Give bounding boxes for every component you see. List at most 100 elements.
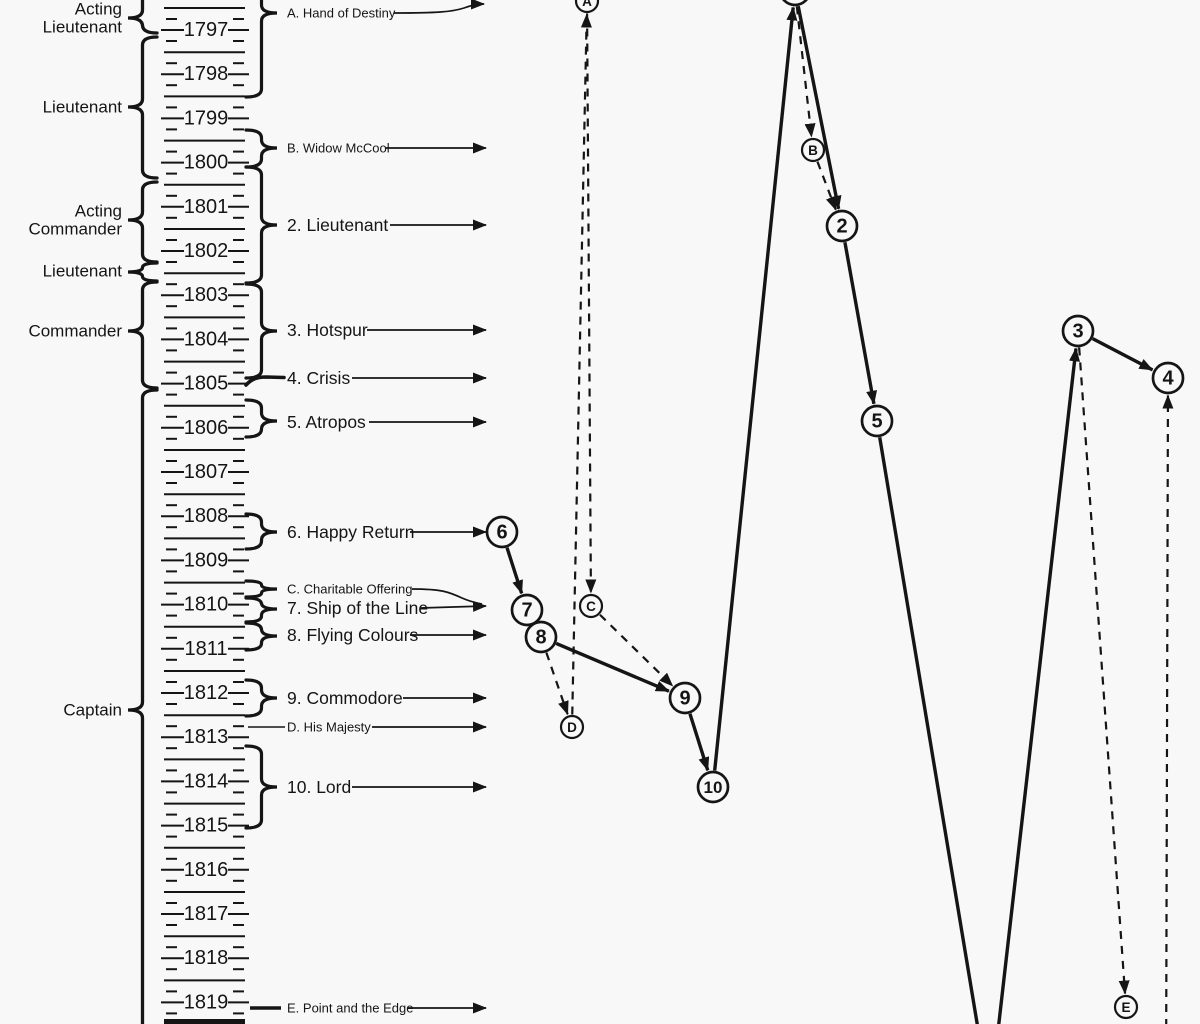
rank-brace bbox=[127, 180, 159, 264]
node-circle-9 bbox=[668, 681, 702, 715]
work-brace-6 bbox=[244, 512, 278, 551]
node-circle-1 bbox=[782, 0, 808, 7]
node-label-B: B bbox=[808, 143, 818, 158]
node-circle-B bbox=[800, 137, 826, 163]
node-label-5: 5 bbox=[871, 411, 882, 433]
year-label: 1805 bbox=[184, 373, 229, 395]
book-label-5: 5. Atropos bbox=[287, 412, 366, 432]
node-circle-4 bbox=[1151, 361, 1185, 395]
story-label-B: B. Widow McCool bbox=[287, 141, 390, 156]
timeline-ruler: 1797179817991800180118021803180418051806… bbox=[161, 7, 249, 1024]
year-label: 1797 bbox=[184, 19, 229, 41]
year-label: 1803 bbox=[184, 284, 229, 306]
edge-dashed-A-C bbox=[585, 13, 597, 594]
year-label: 1819 bbox=[184, 991, 229, 1013]
story-label-E: E. Point and the Edge bbox=[287, 1001, 413, 1016]
book-label-10: 10. Lord bbox=[287, 777, 351, 797]
edge-solid-9-10 bbox=[688, 713, 710, 772]
book-label-4: 4. Crisis bbox=[287, 368, 350, 388]
year-label: 1801 bbox=[184, 196, 229, 218]
year-label: 1812 bbox=[184, 682, 229, 704]
node-circle-C bbox=[578, 593, 604, 619]
edge-solid-3-4 bbox=[1091, 337, 1154, 372]
edge-dashed-1-B bbox=[795, 6, 816, 138]
work-brace-10 bbox=[244, 744, 278, 830]
rank-label: Acting bbox=[75, 0, 122, 19]
year-label: 1813 bbox=[184, 726, 229, 748]
year-label: 1815 bbox=[184, 815, 229, 837]
year-label: 1818 bbox=[184, 947, 229, 969]
edge-dashed-D-A bbox=[571, 13, 592, 715]
node-label-10: 10 bbox=[704, 778, 723, 797]
rank-label: Commander bbox=[28, 322, 122, 341]
year-label: 1808 bbox=[184, 505, 229, 527]
rank-brace bbox=[127, 388, 159, 1024]
edge-solid-2-5 bbox=[843, 241, 878, 405]
work-arrow-A bbox=[393, 0, 485, 14]
work-brace-5 bbox=[244, 398, 278, 439]
year-label: 1811 bbox=[184, 638, 227, 660]
node-label-9: 9 bbox=[679, 688, 690, 710]
rank-label: Lieutenant bbox=[43, 18, 123, 37]
year-label: 1799 bbox=[184, 107, 229, 129]
rank-annotations: ActingLieutenantLieutenantActingCommande… bbox=[28, 0, 159, 1024]
node-circle-7 bbox=[510, 593, 544, 627]
book-label-2: 2. Lieutenant bbox=[287, 215, 388, 235]
work-brace-3 bbox=[244, 282, 278, 380]
work-brace-8 bbox=[244, 621, 278, 652]
year-label: 1816 bbox=[184, 859, 229, 881]
edge-dashed-below-right-4 bbox=[1162, 394, 1174, 1024]
year-label: 1802 bbox=[184, 240, 229, 262]
edge-solid-1-2 bbox=[796, 5, 842, 210]
rank-label: Captain bbox=[63, 701, 122, 720]
node-circle-A bbox=[574, 0, 600, 14]
edge-solid-5-below-left bbox=[878, 436, 979, 1024]
rank-brace bbox=[127, 35, 159, 180]
book-label-8: 8. Flying Colours bbox=[287, 625, 419, 645]
node-circle-D bbox=[559, 714, 585, 740]
year-label: 1800 bbox=[184, 152, 229, 174]
node-label-3: 3 bbox=[1072, 321, 1083, 343]
node-label-8: 8 bbox=[535, 627, 546, 649]
work-arrow-7 bbox=[419, 600, 487, 612]
year-label: 1817 bbox=[184, 903, 229, 925]
rank-label: Commander bbox=[28, 220, 122, 239]
rank-brace bbox=[127, 261, 159, 283]
year-label: 1814 bbox=[184, 770, 229, 792]
node-label-2: 2 bbox=[836, 216, 847, 238]
rank-label: Lieutenant bbox=[43, 98, 123, 117]
node-circle-8 bbox=[524, 620, 558, 654]
work-brace-A bbox=[244, 0, 278, 99]
node-label-7: 7 bbox=[521, 600, 532, 622]
rank-brace bbox=[127, 280, 159, 390]
node-label-D: D bbox=[567, 720, 577, 735]
edge-dashed-8-D bbox=[545, 652, 569, 716]
year-label: 1798 bbox=[184, 63, 229, 85]
rank-label: Acting bbox=[75, 202, 122, 221]
node-label-C: C bbox=[586, 599, 596, 614]
node-circle-2 bbox=[825, 209, 859, 243]
book-label-9: 9. Commodore bbox=[287, 688, 403, 708]
node-circle-6 bbox=[485, 515, 519, 549]
edge-solid-10-1 bbox=[712, 6, 798, 771]
edge-dashed-C-9 bbox=[599, 613, 674, 687]
node-label-6: 6 bbox=[496, 522, 507, 544]
node-label-E: E bbox=[1121, 1000, 1130, 1015]
edge-dashed-3-E bbox=[1078, 347, 1130, 995]
node-circle-E bbox=[1113, 994, 1139, 1020]
work-brace-C bbox=[244, 579, 278, 599]
node-circle-3 bbox=[1061, 314, 1095, 348]
node-circle-10 bbox=[696, 770, 730, 804]
story-label-C: C. Charitable Offering bbox=[287, 582, 413, 597]
work-brace-9 bbox=[244, 678, 278, 718]
year-label: 1809 bbox=[184, 549, 229, 571]
book-label-6: 6. Happy Return bbox=[287, 522, 414, 542]
publication-order-edges bbox=[505, 5, 1174, 1024]
year-label: 1807 bbox=[184, 461, 229, 483]
book-label-7: 7. Ship of the Line bbox=[287, 598, 428, 618]
edge-solid-8-9 bbox=[555, 641, 670, 693]
story-label-D: D. His Majesty bbox=[287, 720, 371, 735]
